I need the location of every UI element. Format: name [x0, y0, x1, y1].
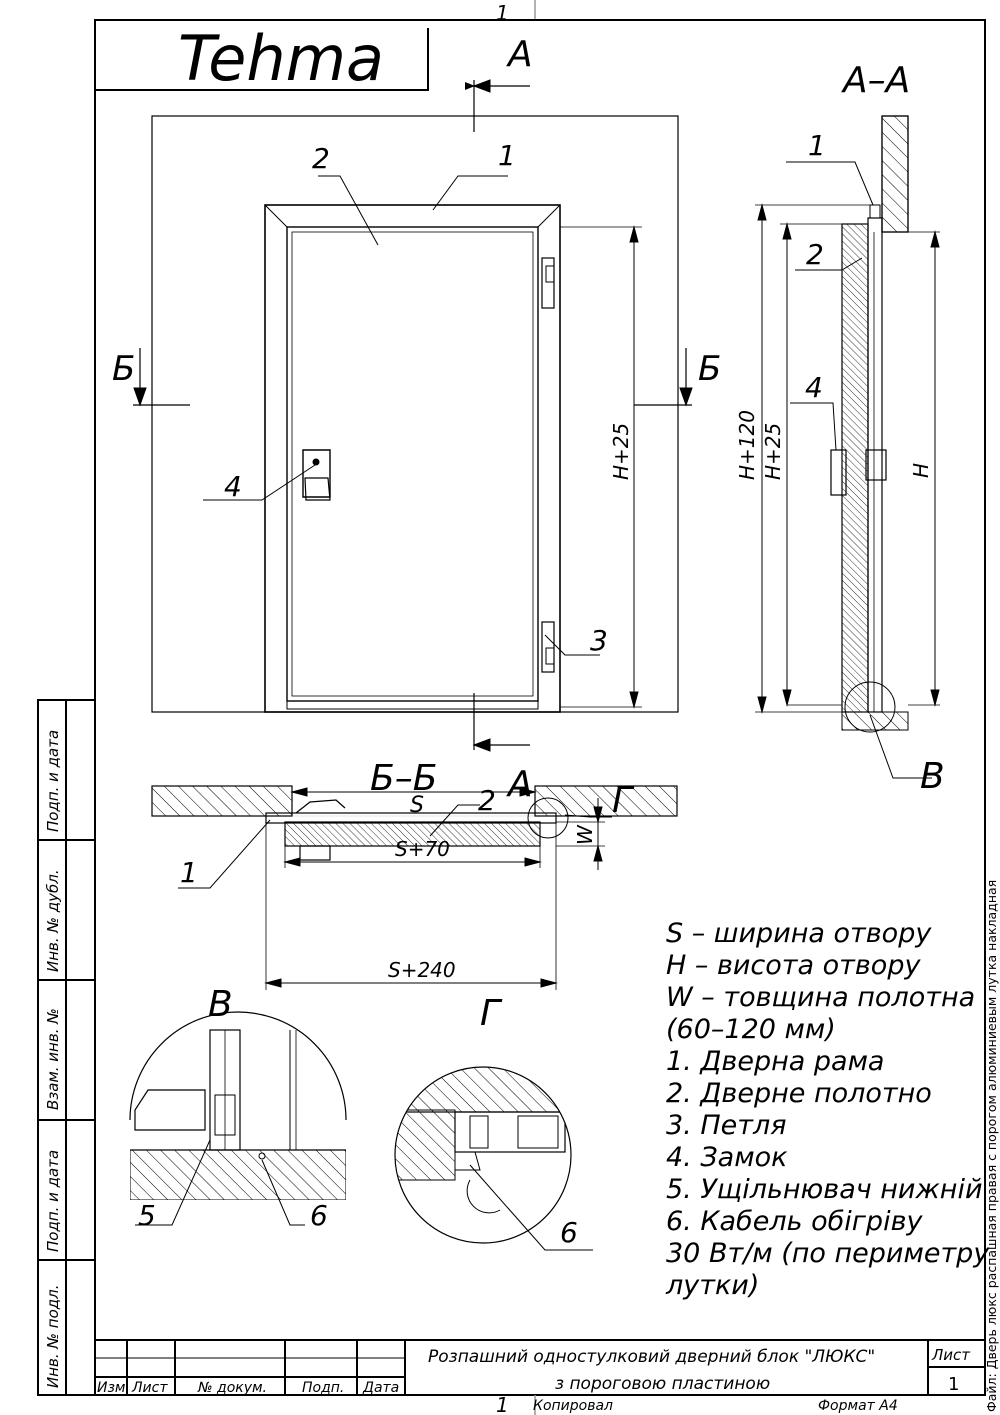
detail-v [129, 1011, 347, 1226]
sheet-value: 1 [948, 1374, 959, 1395]
stamp-label-2: Инв. № дубл. [44, 869, 62, 972]
footer-format: Формат А4 [818, 1398, 898, 1414]
section-title-bb: Б–Б [370, 758, 437, 799]
dim-h-plus-120: H+120 [735, 410, 759, 480]
legend-line: 1. Дверна рама [666, 1046, 885, 1077]
section-mark-a-top: А [506, 34, 533, 75]
section-mark-b-left: Б [112, 349, 135, 389]
logo-text: Tehma [178, 22, 384, 95]
col-list: Лист [131, 1380, 168, 1396]
section-mark-b-right: Б [698, 349, 721, 389]
front-view [133, 79, 693, 752]
detail-mark-v: В [920, 756, 945, 797]
callout-2-plan: 2 [478, 784, 496, 817]
sheet-label: Лист [931, 1346, 971, 1364]
legend-line: 30 Вт/м (по периметру [666, 1238, 990, 1269]
dim-h: H [909, 463, 933, 478]
plan-section-bb [151, 785, 678, 990]
legend-line: 3. Петля [666, 1110, 787, 1141]
stamp-label-5: Инв. № подл. [44, 1285, 62, 1388]
legend-line: W – товщина полотна [666, 982, 976, 1013]
title-line-2: з пороговою пластиною [555, 1374, 770, 1394]
section-mark-a-bottom: А [506, 764, 533, 805]
dim-s-plus-70: S+70 [395, 837, 450, 861]
title-block-frame [95, 1339, 985, 1415]
detail-title-v: В [208, 984, 233, 1025]
callout-6-detail-v: 6 [310, 1199, 328, 1232]
title-line-1: Розпашний одностулковий дверний блок "ЛЮ… [428, 1347, 875, 1367]
section-title-aa: А–А [841, 60, 910, 101]
callout-5-detail: 5 [138, 1199, 156, 1232]
callout-4-front: 4 [224, 470, 242, 503]
side-view-aa [755, 115, 940, 779]
legend-line: 4. Замок [666, 1142, 788, 1173]
footer-copied: Копировал [533, 1398, 613, 1414]
stamp-label-3: Взам. инв. № [44, 1008, 62, 1110]
col-izm: Изм. [97, 1380, 130, 1396]
dim-h-plus-25-side: H+25 [761, 423, 785, 480]
detail-mark-g: Г [612, 780, 635, 821]
col-date: Дата [362, 1380, 399, 1396]
callout-4-side: 4 [805, 371, 823, 404]
callout-1-front: 1 [498, 139, 516, 172]
legend-line: лутки) [666, 1270, 760, 1301]
sheet-number-bottom: 1 [496, 1393, 509, 1415]
legend: S – ширина отвору H – висота отвору W – … [666, 918, 990, 1302]
callout-2-front: 2 [312, 142, 330, 175]
callout-3-front: 3 [590, 624, 608, 657]
legend-line: S – ширина отвору [666, 918, 932, 949]
stamp-label-4: Подп. и дата [44, 1150, 62, 1252]
stamp-label-1: Подп. и дата [44, 730, 62, 832]
dim-s: S [410, 793, 424, 818]
legend-line: 2. Дверне полотно [666, 1078, 932, 1109]
sheet-number-top: 1 [496, 1, 509, 25]
legend-line: (60–120 мм) [666, 1014, 836, 1045]
dim-s-plus-240: S+240 [388, 958, 456, 982]
col-doc: № докум. [197, 1380, 267, 1396]
logo-box [95, 28, 429, 91]
callout-6-detail-g: 6 [560, 1216, 578, 1249]
file-note: Файл: Дверь люкс распашная правая с поро… [984, 880, 999, 1412]
col-sign: Подп. [302, 1380, 344, 1396]
dim-w: W [573, 824, 597, 845]
callout-1-side: 1 [808, 129, 826, 162]
dim-h-plus-25-front: H+25 [609, 423, 633, 480]
legend-line: H – висота отвору [666, 950, 921, 981]
legend-line: 5. Ущільнювач нижній [666, 1174, 983, 1205]
detail-title-g: Г [480, 993, 503, 1034]
legend-line: 6. Кабель обігріву [666, 1206, 923, 1237]
callout-1-plan: 1 [180, 856, 198, 889]
callout-2-side: 2 [806, 238, 824, 271]
side-stamp-frame [37, 699, 96, 1396]
